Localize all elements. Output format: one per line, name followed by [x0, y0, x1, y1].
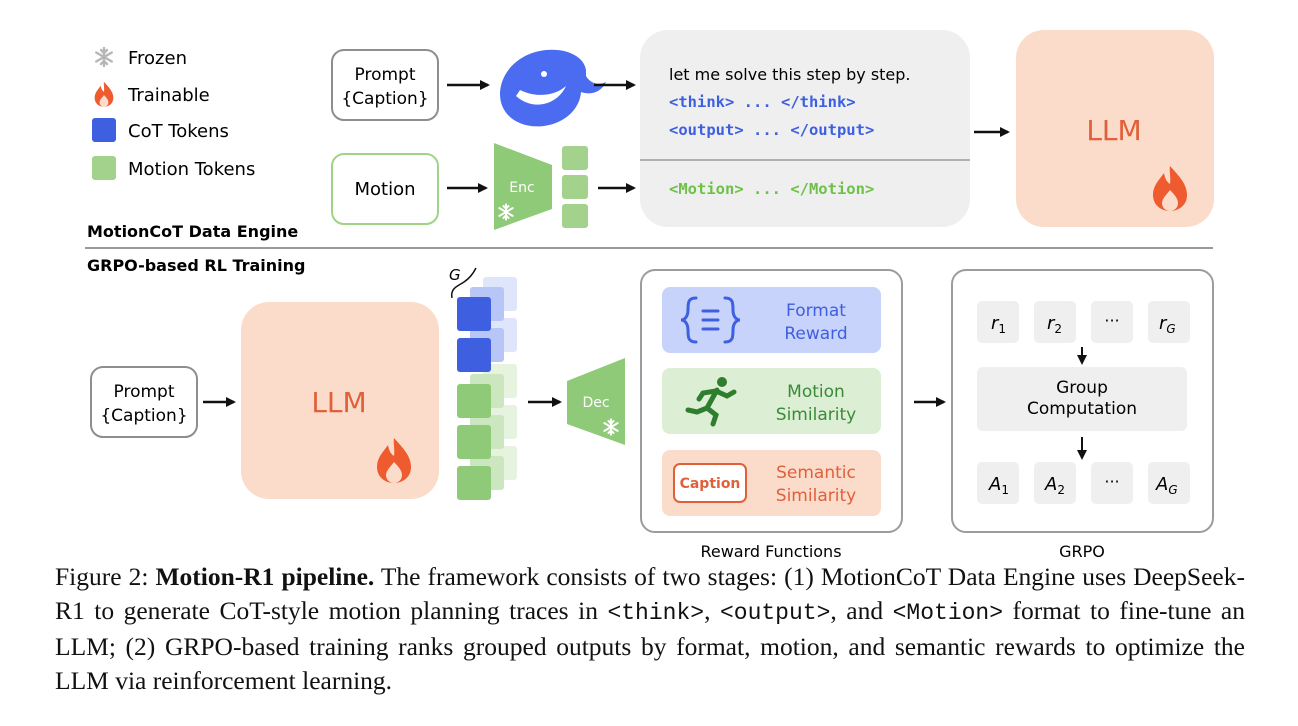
legend-trainable: Trainable [127, 85, 210, 106]
svg-text:···: ··· [1104, 472, 1119, 491]
pipeline-diagram: Frozen Trainable CoT Tokens Motion Token… [85, 30, 1214, 560]
caption-text-1: The framework consists of two stages: (1… [55, 562, 1245, 625]
bottom-prompt-line1: Prompt [114, 382, 175, 402]
dec-label: Dec [582, 395, 609, 411]
svg-text:···: ··· [1104, 311, 1119, 330]
top-prompt-line2: {Caption} [341, 89, 428, 109]
cot-text-output: <output> ... </output> [669, 121, 874, 139]
snowflake-icon [94, 46, 114, 68]
caption-code-output: <output> [719, 600, 831, 626]
svg-text:AG: AG [1155, 474, 1178, 497]
group-computation-box [977, 367, 1187, 431]
cot-text-panel [640, 30, 970, 227]
legend-cot-tokens: CoT Tokens [128, 121, 229, 142]
grpo-rl-training: GRPO-based RL Training Prompt {Caption} … [87, 256, 1214, 560]
bottom-llm-label: LLM [311, 386, 366, 419]
group-brace [450, 267, 477, 299]
advantage-cells: A1 A2 ··· AG [977, 462, 1190, 504]
bottom-llm-box [241, 302, 439, 499]
motion-similarity-line1: Motion [787, 382, 845, 402]
motion-token-stack [562, 146, 588, 228]
svg-text:A1: A1 [988, 474, 1009, 497]
caption-sep-1: , [704, 596, 720, 625]
enc-label: Enc [509, 180, 534, 196]
format-reward-line1: Format [786, 301, 846, 321]
encoder-trapezoid [494, 143, 552, 230]
legend-frozen: Frozen [128, 48, 187, 69]
cot-text-think: <think> ... </think> [669, 93, 856, 111]
deepseek-whale-icon [500, 49, 606, 127]
svg-text:r2: r2 [1047, 313, 1062, 336]
legend: Frozen Trainable CoT Tokens Motion Token… [92, 46, 255, 180]
grpo-title: GRPO [1059, 542, 1105, 560]
bottom-stage-label: GRPO-based RL Training [87, 256, 306, 275]
group-computation-line2: Computation [1027, 399, 1137, 419]
caption-text-2: format to fine-tune an LLM; (2) GRPO-bas… [55, 596, 1245, 695]
group-computation-line1: Group [1056, 378, 1108, 398]
cot-text-motion: <Motion> ... </Motion> [669, 180, 874, 198]
caption-badge [673, 463, 747, 503]
top-llm-label: LLM [1086, 114, 1141, 147]
group-size-label: G [449, 266, 461, 284]
cot-text-line1: let me solve this step by step. [669, 65, 911, 84]
reward-cells: r1 r2 ··· rG [977, 301, 1190, 343]
semantic-similarity-line2: Similarity [776, 486, 856, 506]
caption-bold-title: Motion-R1 pipeline. [155, 562, 375, 591]
format-reward-line2: Reward [784, 324, 847, 344]
semantic-similarity-line1: Semantic [776, 463, 856, 483]
caption-badge-label: Caption [680, 476, 741, 492]
bottom-prompt-line2: {Caption} [100, 406, 187, 426]
reward-functions-title: Reward Functions [700, 542, 841, 560]
svg-text:r1: r1 [991, 313, 1006, 336]
svg-text:rG: rG [1159, 313, 1176, 336]
top-stage-label: MotionCoT Data Engine [87, 222, 298, 241]
caption-prefix: Figure 2: [55, 562, 156, 591]
motioncot-data-engine: Prompt {Caption} Motion Enc let me solve… [87, 30, 1214, 241]
caption-sep-2: , and [830, 596, 893, 625]
top-motion-box [331, 153, 439, 225]
top-prompt-box [331, 49, 439, 121]
legend-motion-tokens: Motion Tokens [128, 159, 255, 180]
caption-code-motion: <Motion> [892, 600, 1004, 626]
bottom-prompt-box [90, 366, 198, 438]
token-group-stack [457, 277, 517, 500]
svg-text:A2: A2 [1044, 474, 1065, 497]
figure-caption: Figure 2: Motion-R1 pipeline. The framew… [55, 560, 1245, 698]
motion-similarity-line2: Similarity [776, 405, 856, 425]
top-prompt-line1: Prompt [355, 65, 416, 85]
legend-motion-swatch [92, 156, 116, 180]
running-person-icon [685, 377, 737, 427]
fire-icon [94, 81, 114, 107]
format-braces-icon [680, 296, 741, 344]
caption-code-think: <think> [607, 600, 705, 626]
top-motion-label: Motion [354, 179, 415, 200]
legend-cot-swatch [92, 118, 116, 142]
format-reward-box [662, 287, 881, 353]
